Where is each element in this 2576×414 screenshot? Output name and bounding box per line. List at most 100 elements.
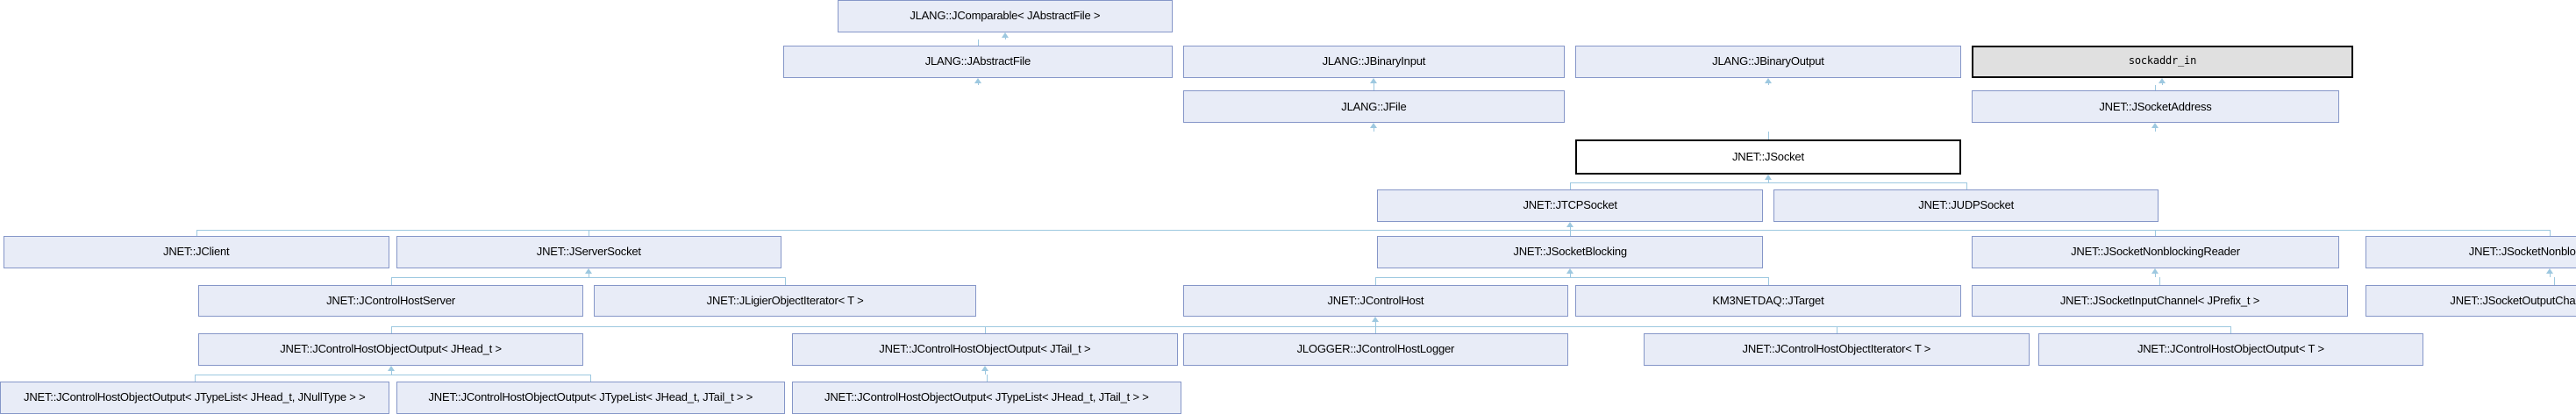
- edge-segment-vertical: [1375, 322, 1377, 326]
- edge-segment-vertical: [1004, 37, 1006, 39]
- edge-segment-vertical: [1966, 182, 1967, 189]
- edge-segment-vertical: [977, 39, 979, 46]
- class-node-jnet-jcontrolhost[interactable]: JNET::JControlHost: [1182, 284, 1569, 318]
- edge-segment-vertical: [1767, 82, 1769, 85]
- edge-segment-vertical: [1570, 182, 1572, 189]
- class-node-label: JLANG::JBinaryOutput: [1712, 54, 1824, 68]
- inheritance-arrowhead: [1372, 317, 1380, 323]
- edge-segment-vertical: [785, 277, 787, 285]
- class-node-label: JNET::JSocket: [1731, 149, 1804, 163]
- class-node-label: JNET::JSocketNonblockingReader: [2071, 245, 2240, 259]
- edge-segment-vertical: [2155, 274, 2157, 278]
- edge-segment-vertical: [1767, 132, 1769, 139]
- edge-segment-vertical: [2554, 277, 2556, 285]
- class-node-label: JNET::JControlHostObjectOutput< JTypeLis…: [824, 390, 1149, 404]
- class-node-label: JNET::JControlHostObjectOutput< JTypeLis…: [24, 390, 366, 404]
- class-node-label: JNET::JControlHostObjectOutput< JHead_t …: [280, 342, 502, 356]
- class-node-label: JLANG::JAbstractFile: [924, 54, 1031, 68]
- edge-segment-vertical: [2155, 84, 2157, 91]
- class-node-jnet-judpsocket[interactable]: JNET::JUDPSocket: [1773, 189, 2159, 222]
- class-node-label: JLANG::JFile: [1341, 99, 1407, 113]
- class-node-jnet-jligierobjectiterator-t[interactable]: JNET::JLigierObjectIterator< T >: [594, 284, 976, 318]
- class-node-label: JNET::JSocketBlocking: [1513, 245, 1627, 259]
- edge-segment-horizontal: [196, 229, 2551, 231]
- class-node-label: KM3NETDAQ::JTarget: [1712, 293, 1824, 307]
- class-node-jnet-jcontrolhostserver[interactable]: JNET::JControlHostServer: [197, 284, 584, 318]
- edge-segment-vertical: [2550, 274, 2551, 278]
- class-node-label: JNET::JSocketNonblockingWriter: [2468, 245, 2576, 259]
- class-node-sockaddr-in[interactable]: sockaddr_in: [1971, 45, 2354, 78]
- class-node-jnet-jsocketnonblockingwriter[interactable]: JNET::JSocketNonblockingWriter: [2365, 236, 2576, 269]
- class-node-jlang-jbinaryoutput[interactable]: JLANG::JBinaryOutput: [1575, 45, 1961, 78]
- class-node-jnet-jsocketinputchannel-jprefix-t[interactable]: JNET::JSocketInputChannel< JPrefix_t >: [1971, 284, 2349, 318]
- class-node-jlang-jfile[interactable]: JLANG::JFile: [1182, 90, 1566, 124]
- class-node-jnet-jclient[interactable]: JNET::JClient: [3, 236, 389, 269]
- edge-segment-vertical: [2155, 128, 2157, 132]
- edge-segment-vertical: [2155, 229, 2157, 237]
- class-node-label: JNET::JSocketOutputChannel< JPrefix_t >: [2450, 293, 2576, 307]
- class-node-label: JNET::JControlHostObjectOutput< JTail_t …: [879, 342, 1091, 356]
- edge-segment-vertical: [196, 229, 197, 237]
- inheritance-arrowhead: [1566, 268, 1574, 275]
- class-node-label: JLANG::JBinaryInput: [1322, 54, 1426, 68]
- class-node-jnet-jcontrolhostobjectoutput-jtypelist-jhead-t-jnulltype[interactable]: JNET::JControlHostObjectOutput< JTypeLis…: [0, 382, 389, 414]
- class-node-label: JNET::JTCPSocket: [1523, 198, 1618, 211]
- inheritance-arrowhead: [1566, 221, 1574, 227]
- edge-segment-vertical: [1375, 277, 1377, 285]
- edge-segment-vertical: [590, 374, 592, 382]
- class-node-label: JNET::JLigierObjectIterator< T >: [706, 293, 864, 307]
- edge-segment-horizontal: [1570, 182, 1966, 184]
- class-node-jnet-jcontrolhostobjectoutput-jtypelist-jhead-t-jtail-t[interactable]: JNET::JControlHostObjectOutput< JTypeLis…: [792, 382, 1181, 414]
- inheritance-arrowhead: [1370, 77, 1378, 83]
- edge-segment-vertical: [390, 277, 392, 285]
- class-node-jnet-jcontrolhostobjectiterator-t[interactable]: JNET::JControlHostObjectIterator< T >: [1644, 332, 2030, 366]
- class-node-jlang-jbinaryinput[interactable]: JLANG::JBinaryInput: [1182, 45, 1566, 78]
- edge-segment-horizontal: [390, 325, 2231, 327]
- class-node-jnet-jsocketaddress[interactable]: JNET::JSocketAddress: [1971, 90, 2340, 124]
- edge-segment-vertical: [1767, 180, 1769, 183]
- class-node-jnet-jsocketoutputchannel-jprefix-t[interactable]: JNET::JSocketOutputChannel< JPrefix_t >: [2365, 284, 2576, 318]
- class-node-label: JNET::JControlHostObjectOutput< T >: [2137, 342, 2324, 356]
- inheritance-arrowhead: [981, 365, 988, 371]
- inheritance-arrowhead: [1764, 175, 1772, 181]
- class-node-jnet-jcontrolhostobjectoutput-t[interactable]: JNET::JControlHostObjectOutput< T >: [2037, 332, 2424, 366]
- class-node-jnet-jcontrolhostobjectoutput-jtail-t[interactable]: JNET::JControlHostObjectOutput< JTail_t …: [792, 332, 1178, 366]
- edge-segment-horizontal: [390, 277, 786, 279]
- class-node-jnet-jsocket[interactable]: JNET::JSocket: [1575, 139, 1961, 175]
- inheritance-arrowhead: [974, 77, 981, 83]
- edge-segment-vertical: [194, 374, 196, 382]
- edge-segment-vertical: [1570, 226, 1572, 230]
- edge-segment-vertical: [1767, 277, 1769, 285]
- class-node-label: JNET::JSocketInputChannel< JPrefix_t >: [2059, 293, 2260, 307]
- edge-segment-vertical: [986, 374, 988, 382]
- class-node-label: JNET::JControlHostServer: [326, 293, 455, 307]
- class-node-jnet-jtcpsocket[interactable]: JNET::JTCPSocket: [1377, 189, 1763, 222]
- class-node-jnet-jsocketnonblockingreader[interactable]: JNET::JSocketNonblockingReader: [1971, 236, 2340, 269]
- class-node-jnet-jcontrolhostobjectoutput-jtypelist-jhead-t-jtail-t[interactable]: JNET::JControlHostObjectOutput< JTypeLis…: [396, 382, 786, 414]
- inheritance-arrowhead: [2546, 268, 2554, 275]
- inheritance-arrowhead: [585, 268, 593, 275]
- class-node-label: JNET::JClient: [163, 245, 230, 259]
- edge-segment-vertical: [2550, 229, 2551, 237]
- edge-segment-vertical: [1570, 274, 1572, 278]
- class-node-jnet-jsocketblocking[interactable]: JNET::JSocketBlocking: [1377, 236, 1763, 269]
- class-node-label: JNET::JServerSocket: [536, 245, 641, 259]
- class-node-jlang-jcomparable-jabstractfile[interactable]: JLANG::JComparable< JAbstractFile >: [838, 0, 1173, 32]
- edge-segment-vertical: [2162, 82, 2164, 85]
- edge-segment-vertical: [390, 370, 392, 375]
- inheritance-arrowhead: [2151, 123, 2159, 129]
- inheritance-arrowhead: [1001, 32, 1009, 38]
- edge-segment-vertical: [984, 370, 986, 375]
- edge-segment-vertical: [984, 325, 986, 333]
- edge-segment-horizontal: [1375, 277, 1768, 279]
- class-node-jnet-jserversocket[interactable]: JNET::JServerSocket: [396, 236, 782, 269]
- class-node-jnet-jcontrolhostobjectoutput-jhead-t[interactable]: JNET::JControlHostObjectOutput< JHead_t …: [197, 332, 584, 366]
- class-node-label: JNET::JControlHost: [1327, 293, 1424, 307]
- edge-segment-vertical: [390, 325, 392, 333]
- edge-segment-vertical: [1570, 229, 1572, 237]
- class-node-jlogger-jcontrolhostlogger[interactable]: JLOGGER::JControlHostLogger: [1182, 332, 1569, 366]
- class-node-km3netdaq-jtarget[interactable]: KM3NETDAQ::JTarget: [1575, 284, 1961, 318]
- inheritance-arrowhead: [2159, 77, 2166, 83]
- class-node-jlang-jabstractfile[interactable]: JLANG::JAbstractFile: [783, 45, 1173, 78]
